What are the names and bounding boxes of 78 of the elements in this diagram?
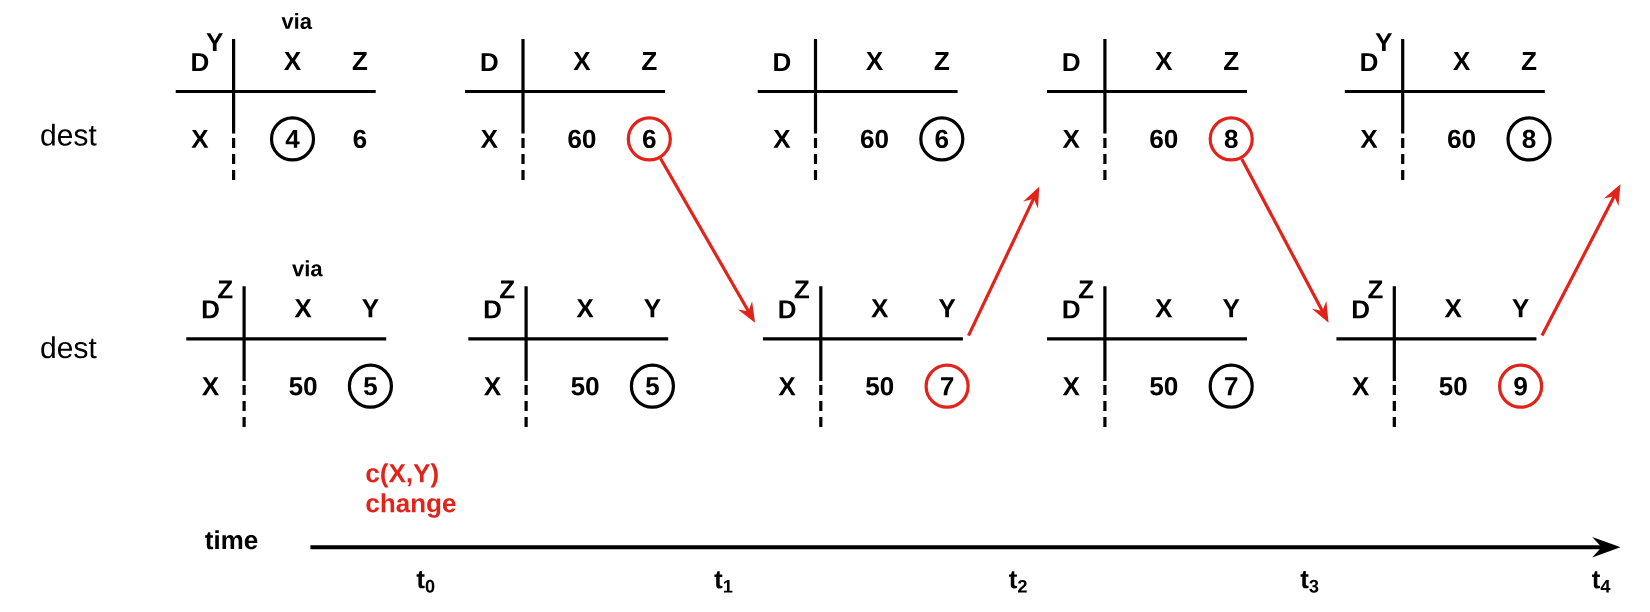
cost-value: 50 (1150, 377, 1178, 396)
row-title: dest (41, 336, 97, 359)
column-header: Z (352, 52, 368, 70)
column-header: D (774, 53, 791, 72)
column-header: D (481, 53, 498, 72)
row-label: X (480, 129, 498, 148)
via-label: via (292, 260, 323, 277)
column-header: D (484, 300, 501, 319)
column-header: D (202, 300, 219, 319)
change-note: c(X,Y) change (366, 463, 456, 518)
time-tick-label: t$_{4}$ (1592, 571, 1611, 593)
column-header: Z (1521, 52, 1537, 70)
row-label: X (191, 129, 209, 148)
column-header: X (1444, 299, 1462, 318)
cost-value: 50 (571, 377, 599, 396)
cost-value: 6 (353, 129, 367, 149)
cost-value: 50 (1439, 377, 1467, 396)
column-header: Y (1223, 299, 1240, 318)
via-label: via (281, 12, 313, 30)
column-header: X (866, 52, 883, 70)
column-header: Y (362, 299, 379, 318)
row-label: X (1062, 129, 1080, 148)
row-label: X (202, 377, 219, 396)
node-label: Z (218, 280, 233, 299)
time-tick-label: t$_{0}$ (416, 571, 435, 593)
circled-value: 6 (919, 116, 965, 162)
column-header: D (1361, 53, 1378, 72)
row-label: X (484, 377, 501, 396)
node-label: Z (1078, 280, 1094, 299)
time-tick-label: t$_{3}$ (1300, 571, 1319, 593)
cost-value: 50 (866, 377, 894, 396)
node-label: Z (1368, 280, 1383, 299)
column-header: X (573, 52, 591, 70)
column-header: X (294, 299, 312, 318)
node-label: Y (1375, 33, 1393, 52)
column-header: Y (1512, 299, 1529, 318)
circled-value: 7 (1208, 363, 1254, 409)
row-title: dest (41, 123, 97, 146)
column-header: X (1453, 52, 1471, 70)
time-tick-label: t$_{2}$ (1009, 571, 1027, 593)
row-label: X (1360, 129, 1378, 148)
column-header: X (576, 299, 594, 318)
column-header: D (1063, 300, 1080, 319)
row-label: X (1062, 377, 1080, 396)
column-header: X (1155, 52, 1173, 70)
column-header: Z (934, 52, 949, 70)
node-label: Z (500, 280, 515, 299)
row-label: X (773, 129, 791, 148)
cost-value: 60 (568, 129, 596, 149)
circled-value: 7 (924, 363, 970, 409)
column-header: X (871, 299, 889, 318)
time-tick-label: t$_{1}$ (714, 571, 733, 593)
column-header: D (1063, 53, 1080, 72)
node-label: Y (206, 33, 223, 52)
circled-value: 8 (1208, 116, 1254, 162)
column-header: D (1352, 300, 1369, 319)
node-label: Z (794, 280, 809, 299)
column-header: D (779, 300, 796, 319)
column-header: Z (1224, 52, 1239, 70)
circled-value: 5 (347, 363, 393, 409)
cost-value: 60 (1150, 129, 1178, 149)
axis-title: time (205, 530, 258, 550)
cost-value: 50 (289, 377, 317, 396)
column-header: X (1155, 299, 1173, 318)
column-header: Y (938, 299, 956, 318)
column-header: Z (642, 52, 657, 70)
row-label: X (1352, 377, 1370, 396)
circled-value: 9 (1498, 363, 1544, 409)
circled-value: 4 (269, 116, 316, 162)
cost-value: 60 (1448, 129, 1475, 149)
circled-value: 5 (629, 363, 675, 409)
cost-value: 60 (861, 129, 888, 149)
circled-value: 6 (626, 116, 672, 162)
column-header: D (192, 53, 209, 72)
circled-value: 8 (1506, 116, 1552, 162)
column-header: Y (644, 299, 661, 318)
column-header: X (284, 52, 301, 70)
row-label: X (778, 377, 796, 396)
